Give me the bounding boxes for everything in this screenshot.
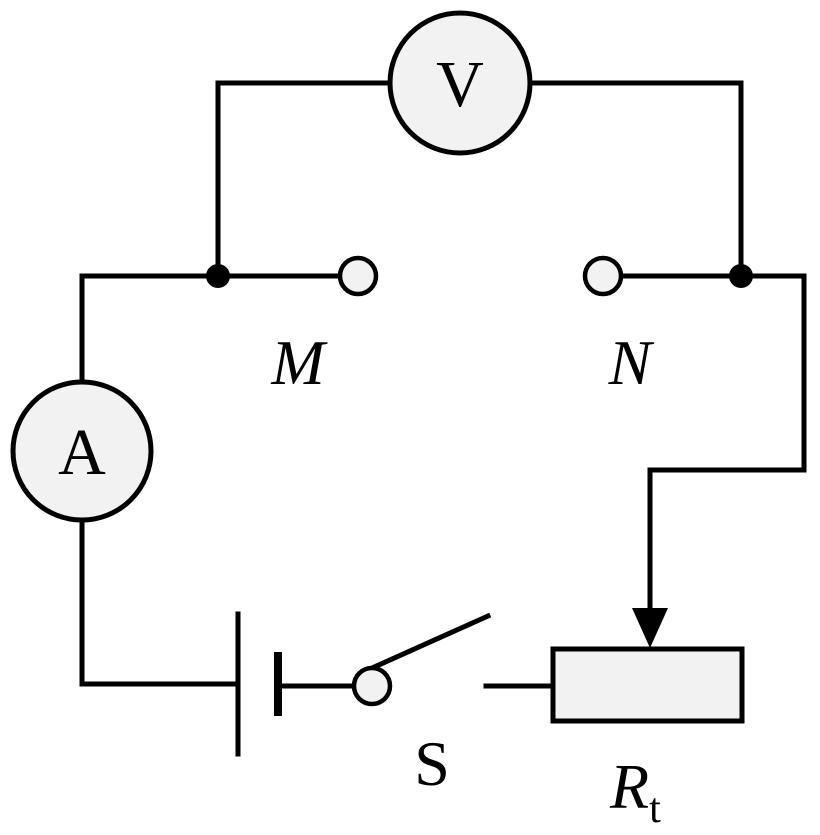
voltmeter: V [387, 10, 533, 156]
resistor-label-subscript: t [649, 786, 661, 832]
voltmeter-branch-wires [215, 80, 744, 279]
main-loop-wires [79, 273, 807, 689]
ammeter-symbol: A [58, 416, 106, 489]
ammeter: A [10, 379, 154, 523]
junction-node-right [729, 264, 753, 288]
junction-node-left [206, 264, 230, 288]
terminal-n-label: N [608, 327, 655, 398]
terminal-m [337, 255, 379, 297]
resistor-label-main: R [609, 751, 649, 822]
terminal-m-label: M [270, 327, 328, 398]
battery [235, 611, 282, 757]
resistor-label: Rt [609, 751, 661, 832]
switch-label: S [414, 728, 450, 799]
voltmeter-symbol: V [436, 48, 484, 121]
thermistor [550, 646, 745, 724]
switch [351, 612, 492, 707]
terminal-n [582, 255, 624, 297]
slider-arrowhead [632, 608, 668, 648]
